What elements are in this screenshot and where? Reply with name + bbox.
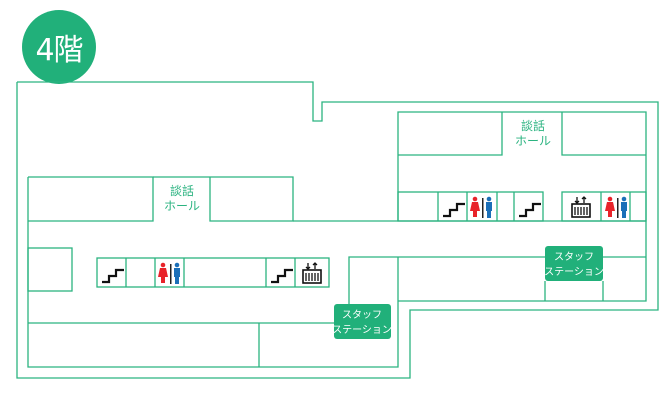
restroom-icon: [158, 262, 180, 284]
stairs-icon: [441, 202, 467, 218]
lounge-hall-label: 談話ホール: [164, 183, 200, 213]
floor-badge: 4階: [22, 10, 96, 84]
staff-station: スタッフステーション: [332, 304, 392, 339]
stairs-icon: [100, 268, 126, 284]
elevator-icon: [571, 196, 591, 218]
restroom-icon: [470, 196, 492, 218]
lounge-hall-label: 談話ホール: [515, 118, 551, 148]
svg-text:スタッフステーション: スタッフステーション: [544, 251, 604, 278]
inner-walls: [27, 111, 647, 368]
stairs-icon: [517, 202, 543, 218]
restroom-icon: [605, 196, 627, 218]
staff-station: スタッフステーション: [544, 246, 604, 281]
svg-text:スタッフステーション: スタッフステーション: [332, 309, 392, 336]
stairs-icon: [269, 268, 295, 284]
elevator-icon: [302, 262, 322, 284]
outer-wall: [16, 81, 659, 379]
